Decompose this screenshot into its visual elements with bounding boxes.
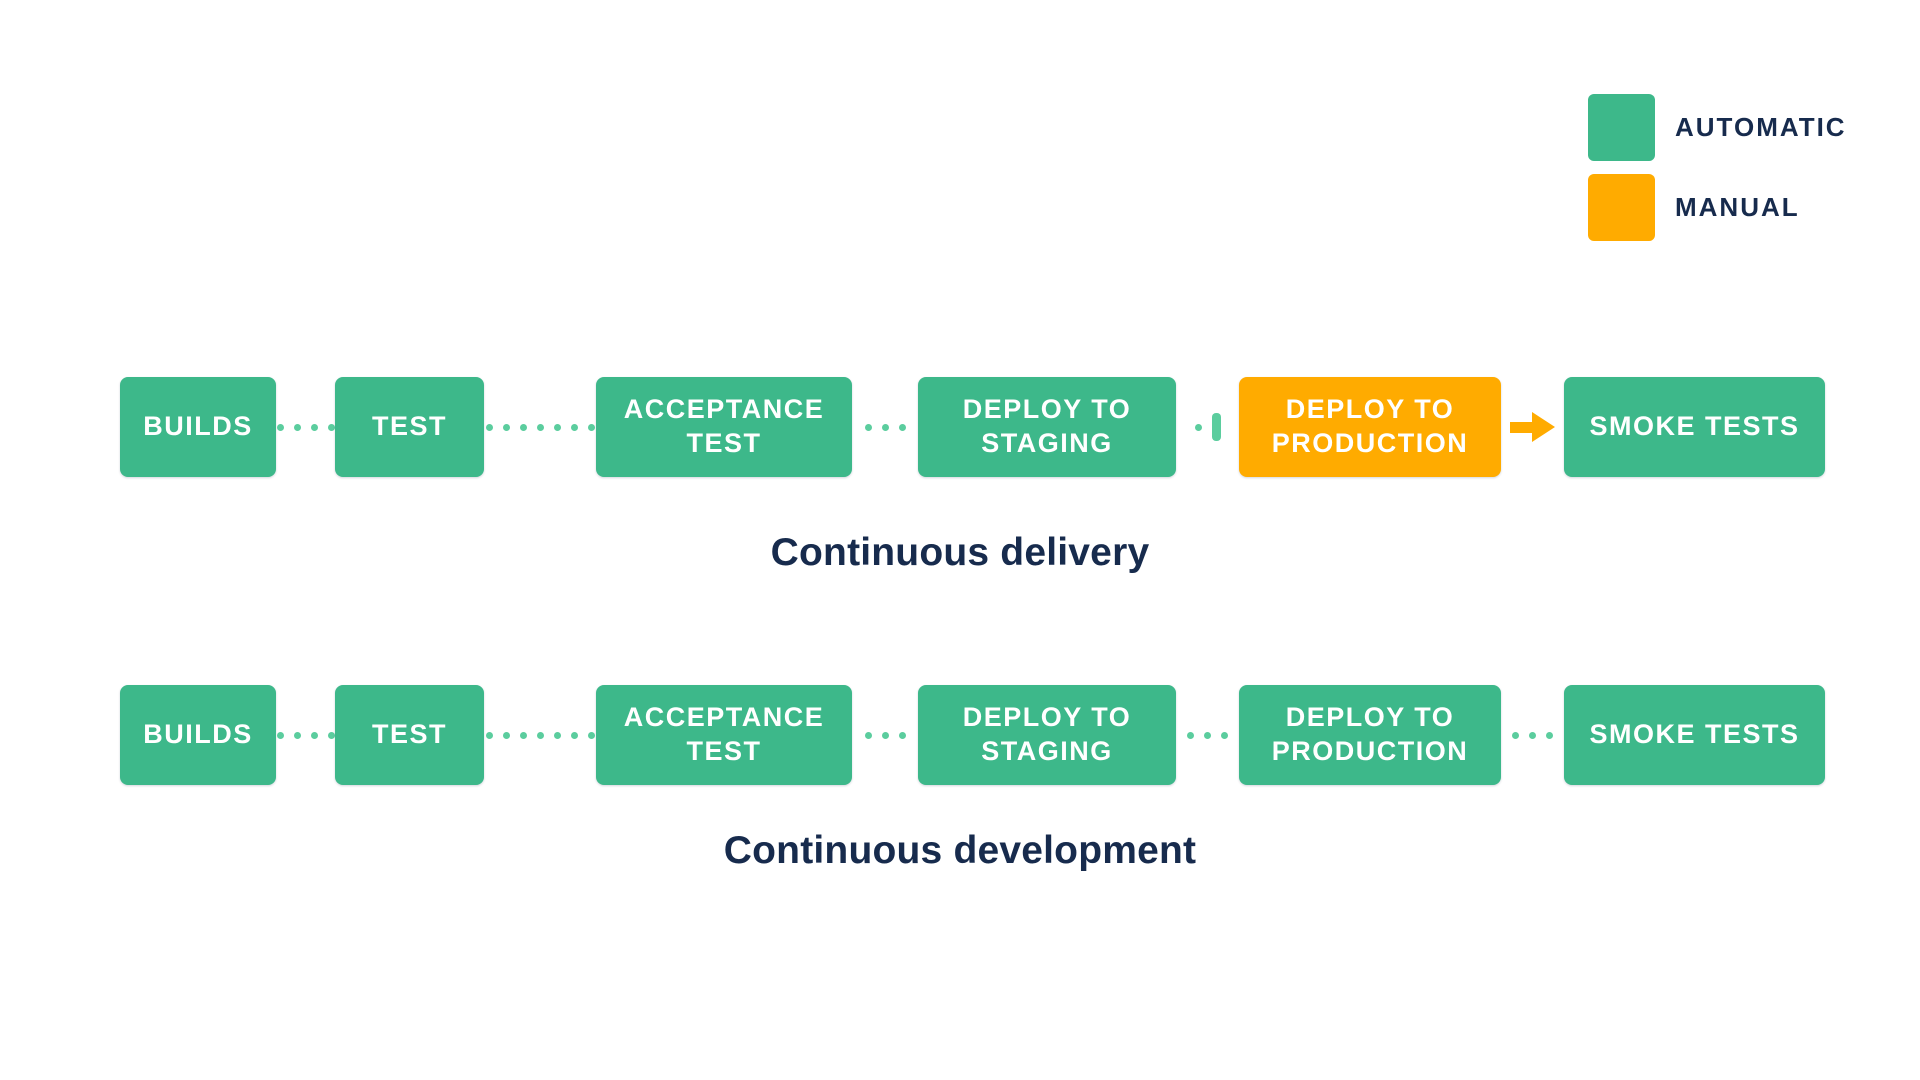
- step-label: ACCEPTANCE TEST: [623, 394, 825, 458]
- step-label: TEST: [371, 411, 447, 442]
- step-label: DEPLOY TO PRODUCTION: [1271, 702, 1469, 766]
- legend-label-automatic: AUTOMATIC: [1675, 112, 1847, 142]
- connector-dot: [587, 423, 595, 431]
- step-builds: BUILDS: [120, 685, 276, 785]
- connector-dot: [310, 731, 318, 739]
- step-label: BUILDS: [143, 719, 253, 750]
- dotted-connector: [852, 685, 918, 785]
- connector-dot: [898, 423, 906, 431]
- connector-dot: [519, 731, 527, 739]
- connector-dot: [485, 731, 493, 739]
- caption-continuous-delivery: Continuous delivery: [770, 531, 1150, 574]
- legend-item-automatic: AUTOMATIC: [1588, 94, 1847, 161]
- connector-dot: [293, 731, 301, 739]
- arrow-head: [1532, 412, 1555, 442]
- step-smoke-tests: SMOKE TESTS: [1564, 685, 1825, 785]
- step-label: TEST: [371, 719, 447, 750]
- connector-dot: [570, 731, 578, 739]
- connector-dot: [1512, 731, 1519, 739]
- step-label: BUILDS: [143, 411, 253, 442]
- step-test: TEST: [335, 685, 484, 785]
- connector-dot: [502, 423, 510, 431]
- dotted-connector: [276, 685, 335, 785]
- step-label: DEPLOY TO PRODUCTION: [1271, 394, 1469, 458]
- connector-dot: [293, 423, 301, 431]
- dotted-connector: [276, 377, 335, 477]
- connector-dot: [1529, 731, 1536, 739]
- connector-dot: [327, 731, 335, 739]
- connector-dot: [1221, 731, 1228, 739]
- connector-dot: [881, 423, 889, 431]
- manual-gate-connector: [1176, 377, 1239, 477]
- connector-dot: [536, 731, 544, 739]
- pipeline-continuous-development: BUILDS TEST ACCEPTANCE TEST DEPLOY TO STAGI…: [120, 685, 1825, 785]
- dotted-connector: [484, 685, 596, 785]
- step-label: DEPLOY TO STAGING: [962, 702, 1132, 766]
- arrow-shaft: [1510, 421, 1532, 433]
- dotted-connector: [1501, 685, 1564, 785]
- connector-dot: [276, 423, 284, 431]
- connector-dot: [881, 731, 889, 739]
- step-test: TEST: [335, 377, 484, 477]
- connector-dot: [327, 423, 335, 431]
- step-label: SMOKE TESTS: [1589, 411, 1800, 442]
- step-smoke-tests: SMOKE TESTS: [1564, 377, 1825, 477]
- step-deploy-to-staging: DEPLOY TO STAGING: [918, 685, 1176, 785]
- arrow-right-icon: [1510, 412, 1555, 442]
- step-label: ACCEPTANCE TEST: [623, 702, 825, 766]
- automatic-swatch-icon: [1588, 94, 1655, 161]
- connector-dot: [864, 731, 872, 739]
- step-deploy-to-staging: DEPLOY TO STAGING: [918, 377, 1176, 477]
- step-acceptance-test: ACCEPTANCE TEST: [596, 377, 852, 477]
- pause-bar-icon: [1211, 413, 1221, 441]
- connector-dot: [536, 423, 544, 431]
- connector-dot: [1204, 731, 1211, 739]
- manual-trigger-arrow-connector: [1501, 377, 1564, 477]
- connector-dot: [485, 423, 493, 431]
- legend-item-manual: MANUAL: [1588, 174, 1847, 241]
- step-label: DEPLOY TO STAGING: [962, 394, 1132, 458]
- connector-dot: [519, 423, 527, 431]
- caption-continuous-development: Continuous development: [723, 829, 1197, 872]
- connector-dot: [1187, 731, 1194, 739]
- dotted-connector: [1176, 685, 1239, 785]
- legend: AUTOMATIC MANUAL: [1588, 94, 1847, 241]
- connector-dot: [587, 731, 595, 739]
- dotted-connector: [852, 377, 918, 477]
- connector-dot: [553, 423, 561, 431]
- step-deploy-to-production: DEPLOY TO PRODUCTION: [1239, 377, 1501, 477]
- step-builds: BUILDS: [120, 377, 276, 477]
- connector-dot: [1546, 731, 1553, 739]
- connector-dot: [898, 731, 906, 739]
- legend-label-manual: MANUAL: [1675, 192, 1800, 222]
- step-label: SMOKE TESTS: [1589, 719, 1800, 750]
- dotted-connector: [484, 377, 596, 477]
- connector-dot: [864, 423, 872, 431]
- connector-dot: [1194, 423, 1202, 431]
- connector-dot: [310, 423, 318, 431]
- step-acceptance-test: ACCEPTANCE TEST: [596, 685, 852, 785]
- step-deploy-to-production: DEPLOY TO PRODUCTION: [1239, 685, 1501, 785]
- connector-dot: [553, 731, 561, 739]
- connector-dot: [502, 731, 510, 739]
- pipeline-continuous-delivery: BUILDS TEST ACCEPTANCE TEST DEPLOY TO STAGI…: [120, 377, 1825, 477]
- connector-dot: [276, 731, 284, 739]
- manual-swatch-icon: [1588, 174, 1655, 241]
- connector-dot: [570, 423, 578, 431]
